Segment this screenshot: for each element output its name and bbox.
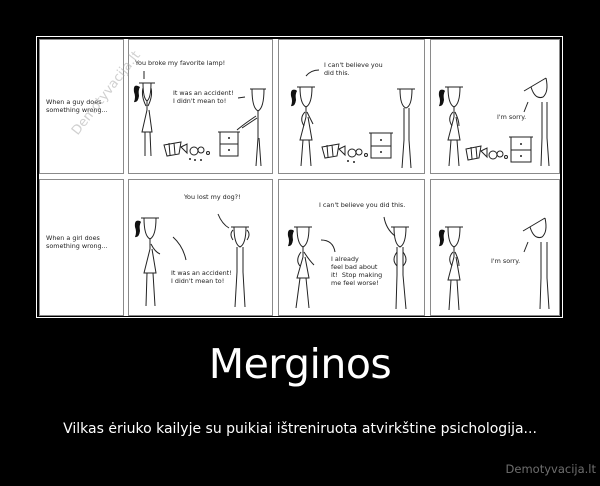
speech-girl: You broke my favorite lamp! bbox=[135, 59, 226, 67]
speech-girl: It was an accident! I didn't mean to! bbox=[171, 269, 232, 285]
panel-guy-1: You broke my favorite lamp! It was an ac… bbox=[128, 39, 273, 174]
speech-guy: You lost my dog?! bbox=[184, 193, 241, 201]
stick-figures-illustration bbox=[134, 213, 250, 308]
stick-figures-illustration bbox=[438, 217, 550, 311]
stick-figures-illustration bbox=[438, 77, 550, 167]
comic-strip: When a guy does something wrong... bbox=[39, 39, 560, 316]
panel-girl-caption: When a girl does something wrong... bbox=[39, 179, 124, 316]
caption-girl: When a girl does something wrong... bbox=[46, 234, 108, 250]
caption-guy: When a guy does something wrong... bbox=[46, 98, 108, 114]
speech-girl: I can't believe you did this. bbox=[324, 61, 383, 77]
panel-girl-2: I can't believe you did this. I already … bbox=[278, 179, 425, 316]
poster-subtitle: Vilkas ėriuko kailyje su puikiai ištreni… bbox=[63, 421, 537, 437]
poster-title: Merginos bbox=[208, 340, 392, 388]
stick-figures-illustration bbox=[133, 71, 266, 167]
speech-guy: I'm sorry. bbox=[491, 257, 521, 265]
panel-guy-caption: When a guy does something wrong... bbox=[39, 39, 124, 174]
panel-guy-3: I'm sorry. bbox=[430, 39, 560, 174]
speech-guy: I'm sorry. bbox=[497, 113, 527, 121]
speech-guy: I can't believe you did this. bbox=[319, 201, 406, 209]
panel-guy-2: I can't believe you did this. bbox=[278, 39, 425, 174]
site-brand[interactable]: Demotyvacija.lt bbox=[505, 462, 596, 476]
poster-frame bbox=[36, 36, 563, 318]
stick-figures-illustration bbox=[287, 216, 409, 310]
panel-girl-1: You lost my dog?! It was an accident! I … bbox=[128, 179, 273, 316]
panel-girl-3: I'm sorry. bbox=[430, 179, 560, 316]
speech-girl: I already feel bad about it! Stop making… bbox=[331, 255, 383, 287]
stick-figures-illustration bbox=[290, 69, 415, 169]
speech-guy: It was an accident! I didn't mean to! bbox=[173, 89, 234, 105]
